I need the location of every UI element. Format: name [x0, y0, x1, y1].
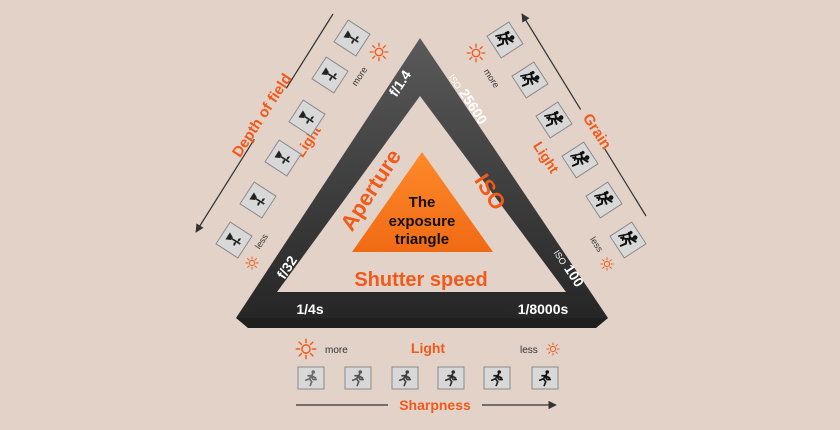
bottom-panel: more Light less Sharpness — [295, 338, 560, 414]
right-thumb-1 — [486, 21, 524, 59]
center-title-line1: The — [409, 194, 436, 211]
bottom-thumb-3 — [391, 366, 419, 390]
center-title-line3: triangle — [395, 231, 449, 248]
side-label-shutter: Shutter speed — [354, 269, 487, 291]
right-more-label: more — [482, 67, 502, 90]
right-less-sun-icon — [600, 257, 614, 271]
bottom-thumb-4 — [437, 366, 465, 390]
corner-label-shutter-fast: 1/8000s — [518, 301, 569, 317]
center-title-line2: exposure — [389, 213, 456, 230]
bottom-thumb-1 — [297, 366, 325, 390]
bottom-thumb-6 — [531, 366, 559, 390]
bottom-thumb-2 — [344, 366, 372, 390]
left-thumb-3 — [288, 99, 326, 137]
left-thumb-2 — [311, 56, 349, 94]
right-more-sun-icon — [466, 43, 486, 63]
bottom-thumb-5 — [483, 366, 511, 390]
left-thumb-4 — [264, 139, 302, 177]
triangle-band — [236, 38, 608, 318]
left-less-label: less — [253, 232, 270, 251]
right-thumb-4 — [561, 141, 599, 179]
left-panel: Depth of field Light more less — [195, 13, 389, 270]
right-thumb-5 — [585, 181, 623, 219]
left-more-label: more — [350, 65, 370, 88]
right-thumb-6 — [609, 221, 647, 259]
bottom-more-sun-icon — [295, 338, 317, 360]
left-more-sun-icon — [369, 42, 389, 62]
right-light-label: Light — [530, 139, 562, 177]
right-thumb-2 — [511, 61, 549, 99]
left-thumb-5 — [239, 181, 277, 219]
right-thumb-3 — [535, 101, 573, 139]
center-triangle — [352, 152, 493, 252]
left-less-sun-icon — [245, 256, 259, 270]
triangle-band-shadow — [236, 318, 608, 328]
left-thumb-1 — [333, 19, 371, 57]
corner-label-shutter-slow: 1/4s — [296, 301, 323, 317]
bottom-more-label: more — [325, 345, 348, 356]
sharpness-label: Sharpness — [399, 397, 471, 413]
left-thumb-6 — [215, 221, 253, 259]
right-panel: Grain Light more less — [466, 13, 647, 271]
bottom-less-label: less — [520, 345, 538, 356]
right-less-label: less — [588, 235, 605, 254]
bottom-light-label: Light — [411, 340, 446, 356]
bottom-less-sun-icon — [546, 342, 560, 356]
